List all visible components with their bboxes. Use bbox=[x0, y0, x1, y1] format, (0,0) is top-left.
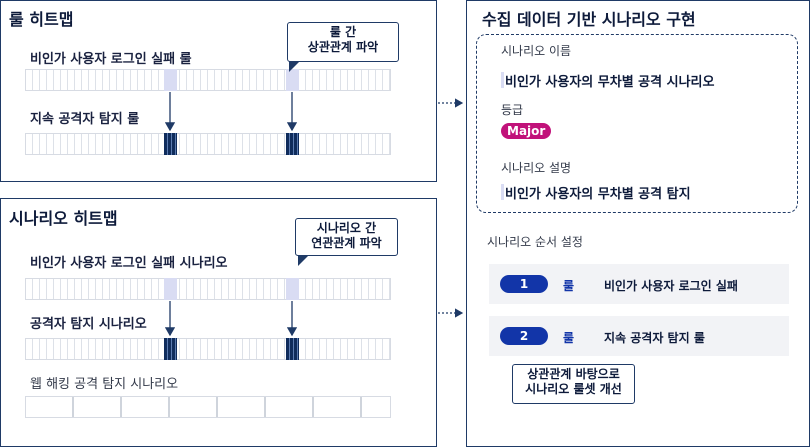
scenario-row2-hotspot-b bbox=[286, 338, 299, 360]
step-1-number: 1 bbox=[500, 275, 548, 293]
scenario-desc-marker bbox=[501, 184, 504, 200]
rule-row1-heatmap[interactable] bbox=[25, 69, 391, 91]
ruleset-improve-callout: 상관관계 바탕으로 시나리오 룰셋 개선 bbox=[512, 364, 635, 404]
scenario-desc-field[interactable]: 비인가 사용자의 무차별 공격 탐지 bbox=[505, 187, 691, 202]
rule-heatmap-title: 룰 히트맵 bbox=[9, 10, 74, 29]
scenario-name-field[interactable]: 비인가 사용자의 무차별 공격 시나리오 bbox=[505, 75, 715, 90]
scenario-row2-label: 공격자 탐지 시나리오 bbox=[30, 317, 147, 332]
scenario-row1-heatmap[interactable] bbox=[25, 278, 391, 300]
rule-row2-label: 지속 공격자 탐지 룰 bbox=[30, 112, 140, 127]
scenario-builder-title: 수집 데이터 기반 시나리오 구현 bbox=[482, 10, 696, 29]
scenario-row3-heatmap[interactable] bbox=[25, 396, 391, 418]
rule-row1-label: 비인가 사용자 로그인 실패 룰 bbox=[30, 52, 192, 67]
rule-correlation-callout: 룰 간 상관관계 파악 bbox=[287, 22, 399, 62]
scenario-name-marker bbox=[501, 72, 504, 88]
rule-row2-hotspot-b bbox=[286, 133, 299, 155]
scenario-desc-label: 시나리오 설명 bbox=[501, 161, 572, 175]
scenario-correlation-callout: 시나리오 간 연관관계 파악 bbox=[295, 218, 398, 256]
scenario-row3-label: 웹 해킹 공격 탐지 시나리오 bbox=[30, 377, 179, 392]
scenario-form-box bbox=[476, 34, 798, 213]
step-1-type: 룰 bbox=[563, 279, 575, 293]
scenario-row1-highlight-a bbox=[164, 278, 177, 300]
scenario-row2-heatmap[interactable] bbox=[25, 338, 391, 360]
scenario-order-label: 시나리오 순서 설정 bbox=[487, 235, 583, 249]
step-2-name: 지속 공격자 탐지 룰 bbox=[604, 331, 705, 345]
rule-row1-highlight-a bbox=[164, 69, 177, 91]
rule-row2-heatmap[interactable] bbox=[25, 133, 391, 155]
rule-row2-hotspot-a bbox=[164, 133, 177, 155]
scenario-row1-highlight-b bbox=[286, 278, 299, 300]
scenario-row2-hotspot-a bbox=[164, 338, 177, 360]
scenario-name-label: 시나리오 이름 bbox=[501, 44, 572, 58]
rule-row1-highlight-b bbox=[286, 69, 299, 91]
grade-badge[interactable]: Major bbox=[501, 123, 552, 139]
step-2-number: 2 bbox=[500, 327, 548, 345]
scenario-row1-label: 비인가 사용자 로그인 실패 시나리오 bbox=[30, 256, 228, 271]
grade-label: 등급 bbox=[501, 103, 524, 117]
scenario-heatmap-title: 시나리오 히트맵 bbox=[9, 209, 118, 228]
step-2-type: 룰 bbox=[563, 331, 575, 345]
step-1-name: 비인가 사용자 로그인 실패 bbox=[604, 279, 738, 293]
